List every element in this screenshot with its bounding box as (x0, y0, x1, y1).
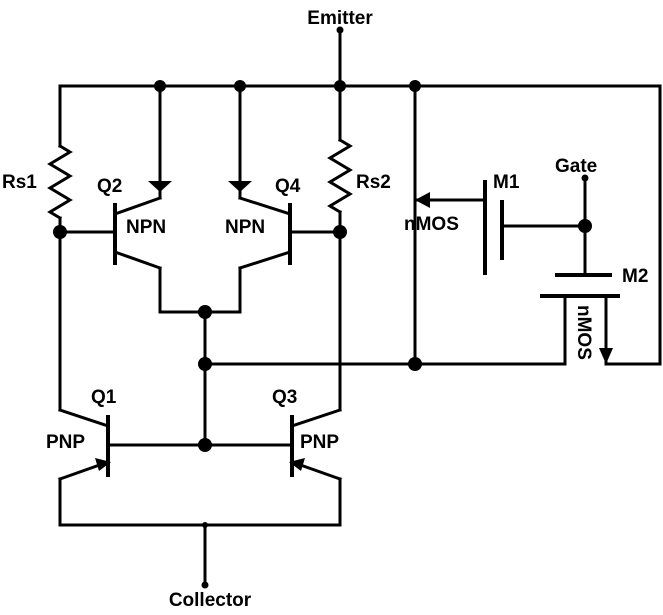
q4-emitter-arrow-icon (228, 181, 252, 192)
transistor-m1 (413, 84, 587, 366)
q3-type: PNP (300, 432, 339, 453)
rs2-label: Rs2 (356, 172, 391, 193)
collector-terminal[interactable] (201, 581, 209, 589)
q2-type: NPN (126, 217, 166, 238)
q2-label: Q2 (97, 176, 122, 197)
m2-source-arrow-icon (599, 348, 613, 364)
transistor-q3 (203, 230, 342, 527)
m1-type: nMOS (404, 214, 459, 235)
resistor-rs1 (47, 84, 73, 234)
q3-emitter-arrow-icon (289, 458, 305, 471)
q3-label: Q3 (272, 387, 297, 408)
q1-label: Q1 (91, 387, 117, 408)
transistor-q1 (58, 230, 207, 527)
q1-emitter-arrow-icon (95, 458, 111, 471)
q4-label: Q4 (275, 176, 301, 197)
m1-label: M1 (493, 172, 520, 193)
emitter-terminal[interactable] (336, 26, 344, 34)
transistor-m2 (540, 273, 620, 366)
rs1-label: Rs1 (2, 172, 37, 193)
q1-type: PNP (46, 432, 85, 453)
junction-dot (198, 305, 212, 319)
q2-emitter-arrow-icon (148, 181, 172, 192)
center-net (158, 310, 567, 447)
q4-type: NPN (225, 217, 265, 238)
transistor-q2 (58, 84, 172, 314)
m1-source-arrow-icon (415, 192, 430, 208)
collector-net (58, 523, 342, 587)
gate-terminal[interactable] (581, 174, 589, 182)
emitter-net (58, 28, 662, 366)
transistor-q4 (228, 84, 342, 314)
collector-label: Collector (169, 590, 252, 611)
resistor-rs2 (327, 84, 353, 234)
m2-label: M2 (622, 266, 648, 287)
gate-label: Gate (555, 156, 597, 177)
junction-dot (578, 219, 592, 233)
m2-type: nMOS (573, 305, 594, 360)
emitter-label: Emitter (307, 8, 373, 29)
junction-dot (198, 357, 212, 371)
junction-dot (202, 522, 208, 528)
